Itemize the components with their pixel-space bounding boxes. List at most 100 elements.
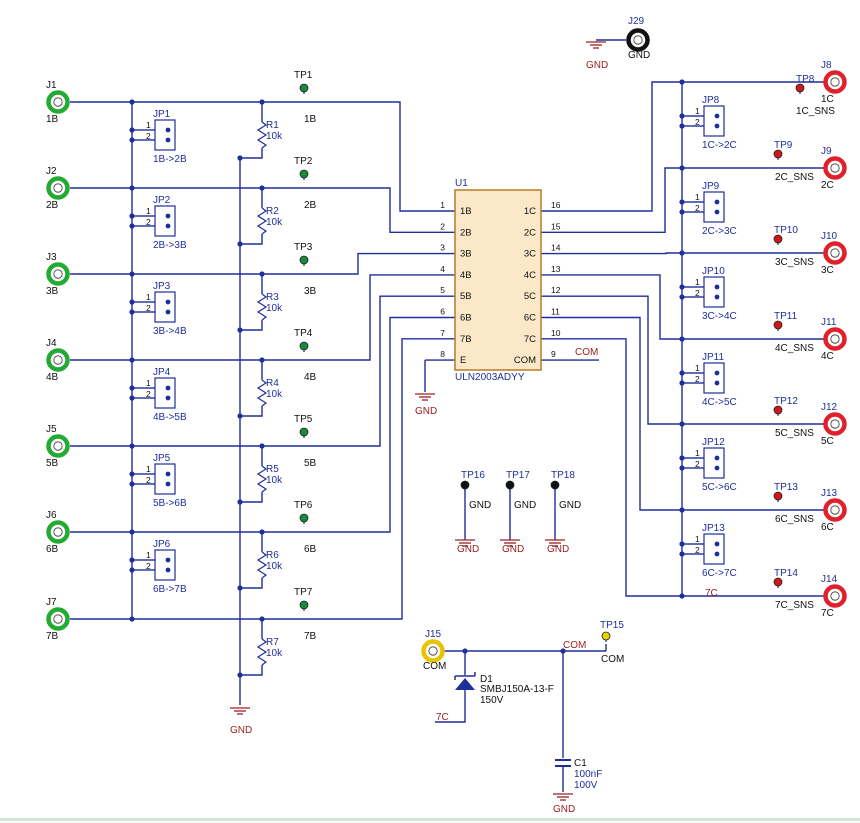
testpoint-tp15 [601, 631, 611, 641]
resistor-r5-ref: R5 [266, 464, 279, 475]
jumper-jp4-pin1-num: 1 [146, 378, 151, 388]
junction-dot [129, 385, 135, 391]
jumper-jp8-label: 1C->2C [702, 140, 737, 151]
ic-pin-name: 3C [524, 249, 536, 260]
net-7c-label: 7C [436, 712, 449, 723]
jumper-jp12-box [703, 447, 725, 479]
connector-net: 4B [46, 372, 59, 383]
testpoint-tp1 [299, 83, 309, 93]
jumper-jp6-pin1-num: 1 [146, 550, 151, 560]
jumper-jp5-ref: JP5 [153, 453, 171, 464]
connector-j6 [46, 520, 70, 544]
connector-net: 1C [821, 94, 834, 105]
connector-j10 [823, 241, 847, 265]
junction-dot [560, 648, 566, 654]
resistor-r3-value: 10k [266, 303, 283, 314]
ic-pin-number: 8 [440, 349, 445, 359]
connector-ref: J8 [821, 60, 832, 71]
junction-dot [679, 421, 685, 427]
connector-ref: J7 [46, 597, 57, 608]
junction-dot [129, 557, 135, 563]
connector-j5 [46, 434, 70, 458]
jumper-jp13-pin1-num: 1 [695, 534, 700, 544]
resistor-r6-ref: R6 [266, 550, 279, 561]
junction-dot [129, 271, 135, 277]
junction-dot [679, 370, 685, 376]
testpoint-ref: TP4 [294, 328, 313, 339]
resistor-r3-ref: R3 [266, 292, 279, 303]
junction-dot [679, 465, 685, 471]
testpoint-tp3 [299, 255, 309, 265]
connector-ref: J14 [821, 574, 838, 585]
testpoint-ref: TP7 [294, 587, 313, 598]
signal-1c [571, 81, 825, 212]
jumper-jp2-ref: JP2 [153, 195, 171, 206]
ic-pin-number: 3 [440, 243, 445, 253]
junction-dot [237, 499, 243, 505]
resistor-r3 [256, 293, 268, 321]
junction-dot [129, 299, 135, 305]
signal-3b [70, 252, 425, 275]
jumper-jp12-pin1-num: 1 [695, 448, 700, 458]
junction-dot [259, 443, 265, 449]
resistor-r4-value: 10k [266, 389, 283, 400]
connector-net: 7C [821, 608, 834, 619]
connector-net: 2B [46, 200, 59, 211]
jumper-jp1-pin1 [165, 127, 171, 133]
jumper-jp9-pin1-num: 1 [695, 192, 700, 202]
testpoint-net: 1B [304, 114, 317, 125]
connector-j29-hole [633, 35, 643, 45]
ic-pin-name: 2C [524, 227, 536, 238]
connector-j1-hole [53, 97, 63, 107]
connector-j13-hole [830, 505, 840, 515]
junction-dot [679, 593, 685, 599]
junction-dot [679, 123, 685, 129]
jumper-jp3-ref: JP3 [153, 281, 171, 292]
testpoint-ref: TP9 [774, 140, 793, 151]
connector-net: 3B [46, 286, 59, 297]
testpoint-net: 6C_SNS [775, 514, 814, 525]
testpoint-ref: TP6 [294, 500, 313, 511]
signal-4b [70, 274, 425, 361]
testpoint-tp17 [505, 480, 515, 490]
junction-dot [679, 209, 685, 215]
connector-j7-hole [53, 614, 63, 624]
bottom-divider [0, 818, 860, 821]
jumper-jp2-box [154, 205, 176, 237]
testpoint-tp7 [299, 600, 309, 610]
junction-dot [237, 585, 243, 591]
connector-j4-hole [53, 355, 63, 365]
ic-gnd-label: GND [415, 406, 437, 417]
jumper-jp8-pin1 [714, 113, 720, 119]
junction-dot [679, 79, 685, 85]
jumper-jp8-pin2-num: 2 [695, 117, 700, 127]
gnd-tp-label: GND [547, 544, 569, 555]
jumper-jp6-pin2-num: 2 [146, 561, 151, 571]
gnd-tp-label: GND [502, 544, 524, 555]
ic-pin-number: 10 [551, 328, 561, 338]
jumper-jp2-pin1 [165, 213, 171, 219]
jumper-jp11-ref: JP11 [702, 352, 724, 363]
jumper-jp4-pin2-num: 2 [146, 389, 151, 399]
jumper-jp4-label: 4B->5B [153, 412, 187, 423]
ic-part: ULN2003ADYY [455, 372, 525, 383]
jumper-jp1-pin1-num: 1 [146, 120, 151, 130]
ic-pin-number: 4 [440, 264, 445, 274]
connector-j15 [421, 639, 445, 663]
testpoint-ref: TP1 [294, 70, 313, 81]
testpoint-ref: TP15 [600, 620, 624, 631]
connector-net: 4C [821, 351, 834, 362]
junction-dot [129, 567, 135, 573]
jumper-jp12-label: 5C->6C [702, 482, 737, 493]
jumper-jp10-ref: JP10 [702, 266, 725, 277]
connector-net: 7B [46, 631, 59, 642]
connector-ref: J13 [821, 488, 838, 499]
resistor-bottom-wire [240, 665, 263, 676]
capacitor-ref: C1 [574, 758, 587, 769]
jumper-jp10-pin2-num: 2 [695, 288, 700, 298]
junction-dot [129, 357, 135, 363]
connector-j8-hole [830, 77, 840, 87]
ic-pin-name: 7B [460, 334, 472, 345]
resistor-bottom-wire [240, 406, 263, 417]
connector-j9-hole [830, 163, 840, 173]
